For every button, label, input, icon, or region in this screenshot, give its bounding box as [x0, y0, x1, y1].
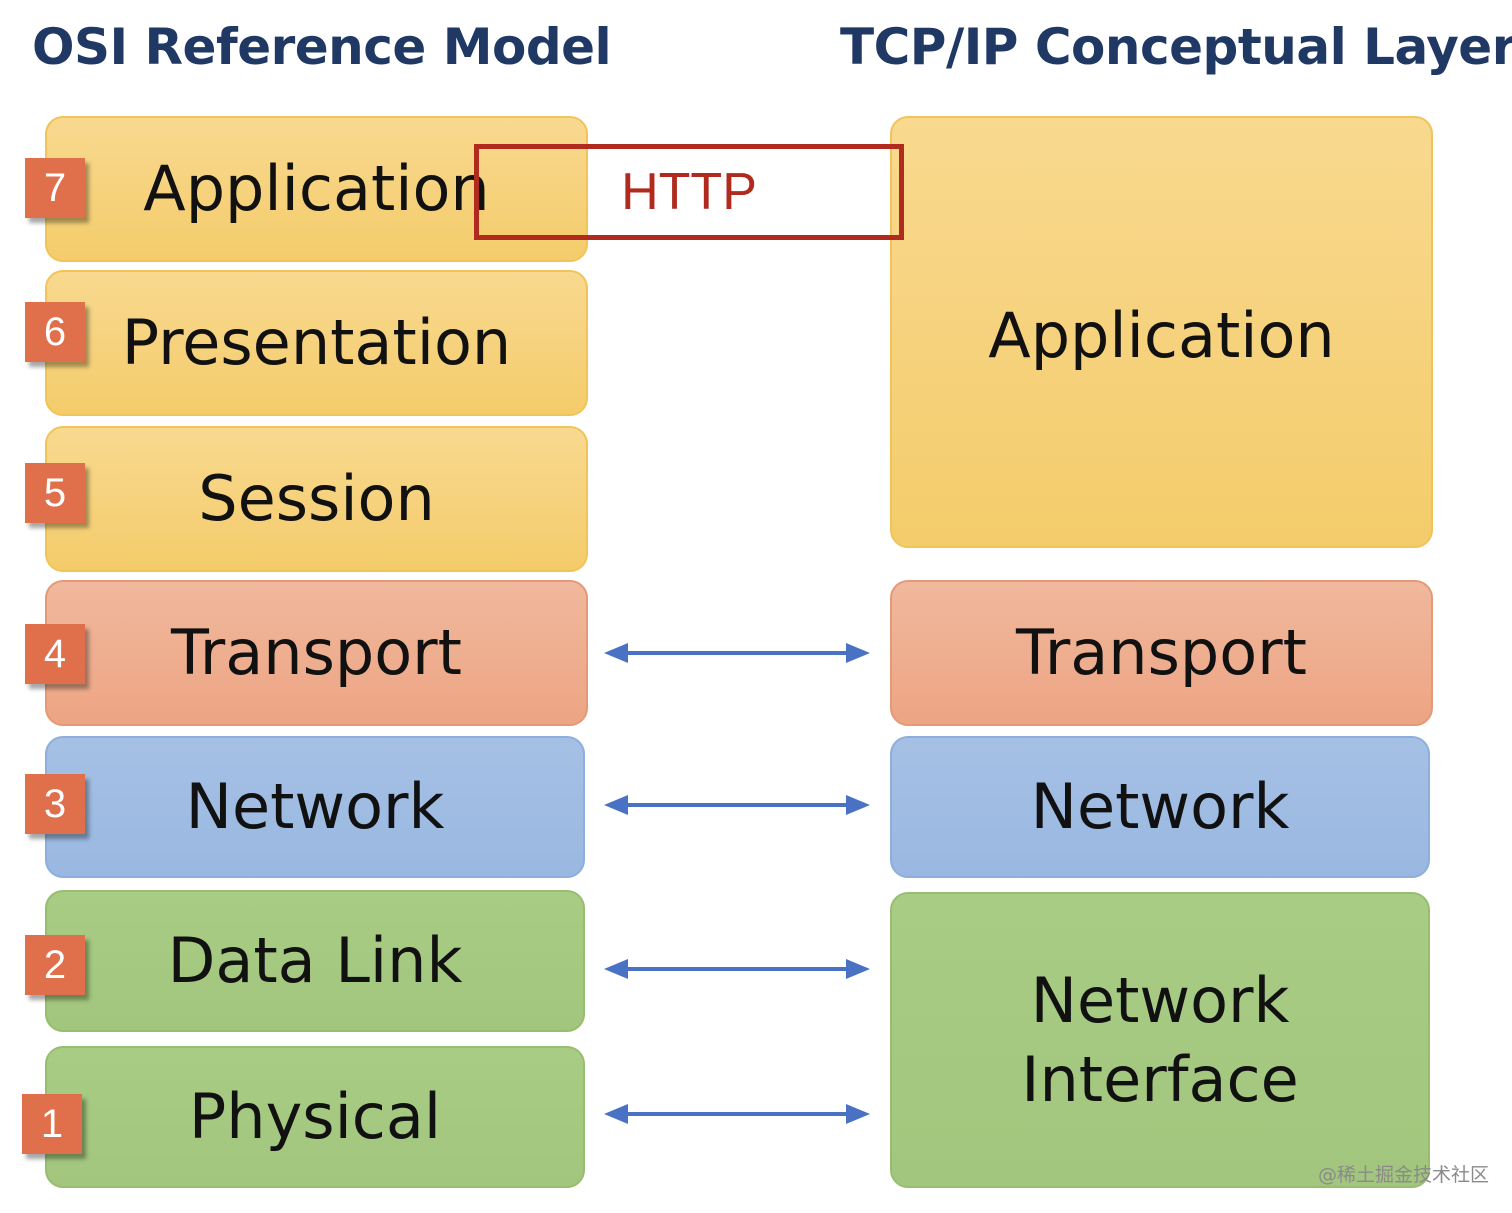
osi-layer-data-link: Data Link	[45, 890, 585, 1032]
layer-number-badge-4: 4	[25, 624, 85, 684]
watermark: @稀土掘金技术社区	[1318, 1164, 1490, 1186]
osi-layer-physical: Physical	[45, 1046, 585, 1188]
tcpip-layer-network: Network	[890, 736, 1430, 878]
tcpip-layer-label-line1: Network	[1030, 963, 1290, 1037]
tcpip-layer-label: Application	[988, 299, 1335, 372]
tcpip-layer-label: Transport	[1016, 616, 1307, 690]
arrow-network	[604, 795, 870, 815]
http-highlight-box: HTTP	[474, 144, 904, 240]
http-label: HTTP	[621, 163, 757, 221]
layer-number-badge-7: 7	[25, 158, 85, 218]
arrow-data-link	[604, 959, 870, 979]
osi-layer-label: Transport	[171, 616, 462, 690]
layer-number-badge-3: 3	[25, 774, 85, 834]
tcpip-model-title: TCP/IP Conceptual Layers	[840, 18, 1512, 76]
osi-layer-presentation: Presentation	[45, 270, 588, 416]
osi-layer-label: Application	[143, 152, 490, 226]
layer-number-badge-6: 6	[25, 302, 85, 362]
osi-layer-label: Network	[185, 770, 445, 844]
layer-number-badge-1: 1	[22, 1094, 82, 1154]
osi-layer-label: Physical	[188, 1080, 442, 1154]
tcpip-layer-application: Application	[890, 116, 1433, 548]
tcpip-layer-label: Network	[1030, 770, 1290, 844]
layer-number-badge-2: 2	[25, 935, 85, 995]
arrow-physical	[604, 1104, 870, 1124]
osi-layer-label: Session	[198, 462, 435, 536]
tcpip-layer-label-line2: Interface	[1021, 1043, 1299, 1116]
tcpip-layer-transport: Transport	[890, 580, 1433, 726]
arrow-transport	[604, 643, 870, 663]
osi-layer-session: Session	[45, 426, 588, 572]
osi-layer-label: Presentation	[121, 306, 512, 380]
osi-layer-network: Network	[45, 736, 585, 878]
osi-model-title: OSI Reference Model	[32, 18, 612, 76]
osi-layer-transport: Transport	[45, 580, 588, 726]
osi-layer-application: Application	[45, 116, 588, 262]
osi-layer-label: Data Link	[167, 924, 463, 998]
tcpip-layer-network-interface: Network Interface	[890, 892, 1430, 1188]
layer-number-badge-5: 5	[25, 463, 85, 523]
